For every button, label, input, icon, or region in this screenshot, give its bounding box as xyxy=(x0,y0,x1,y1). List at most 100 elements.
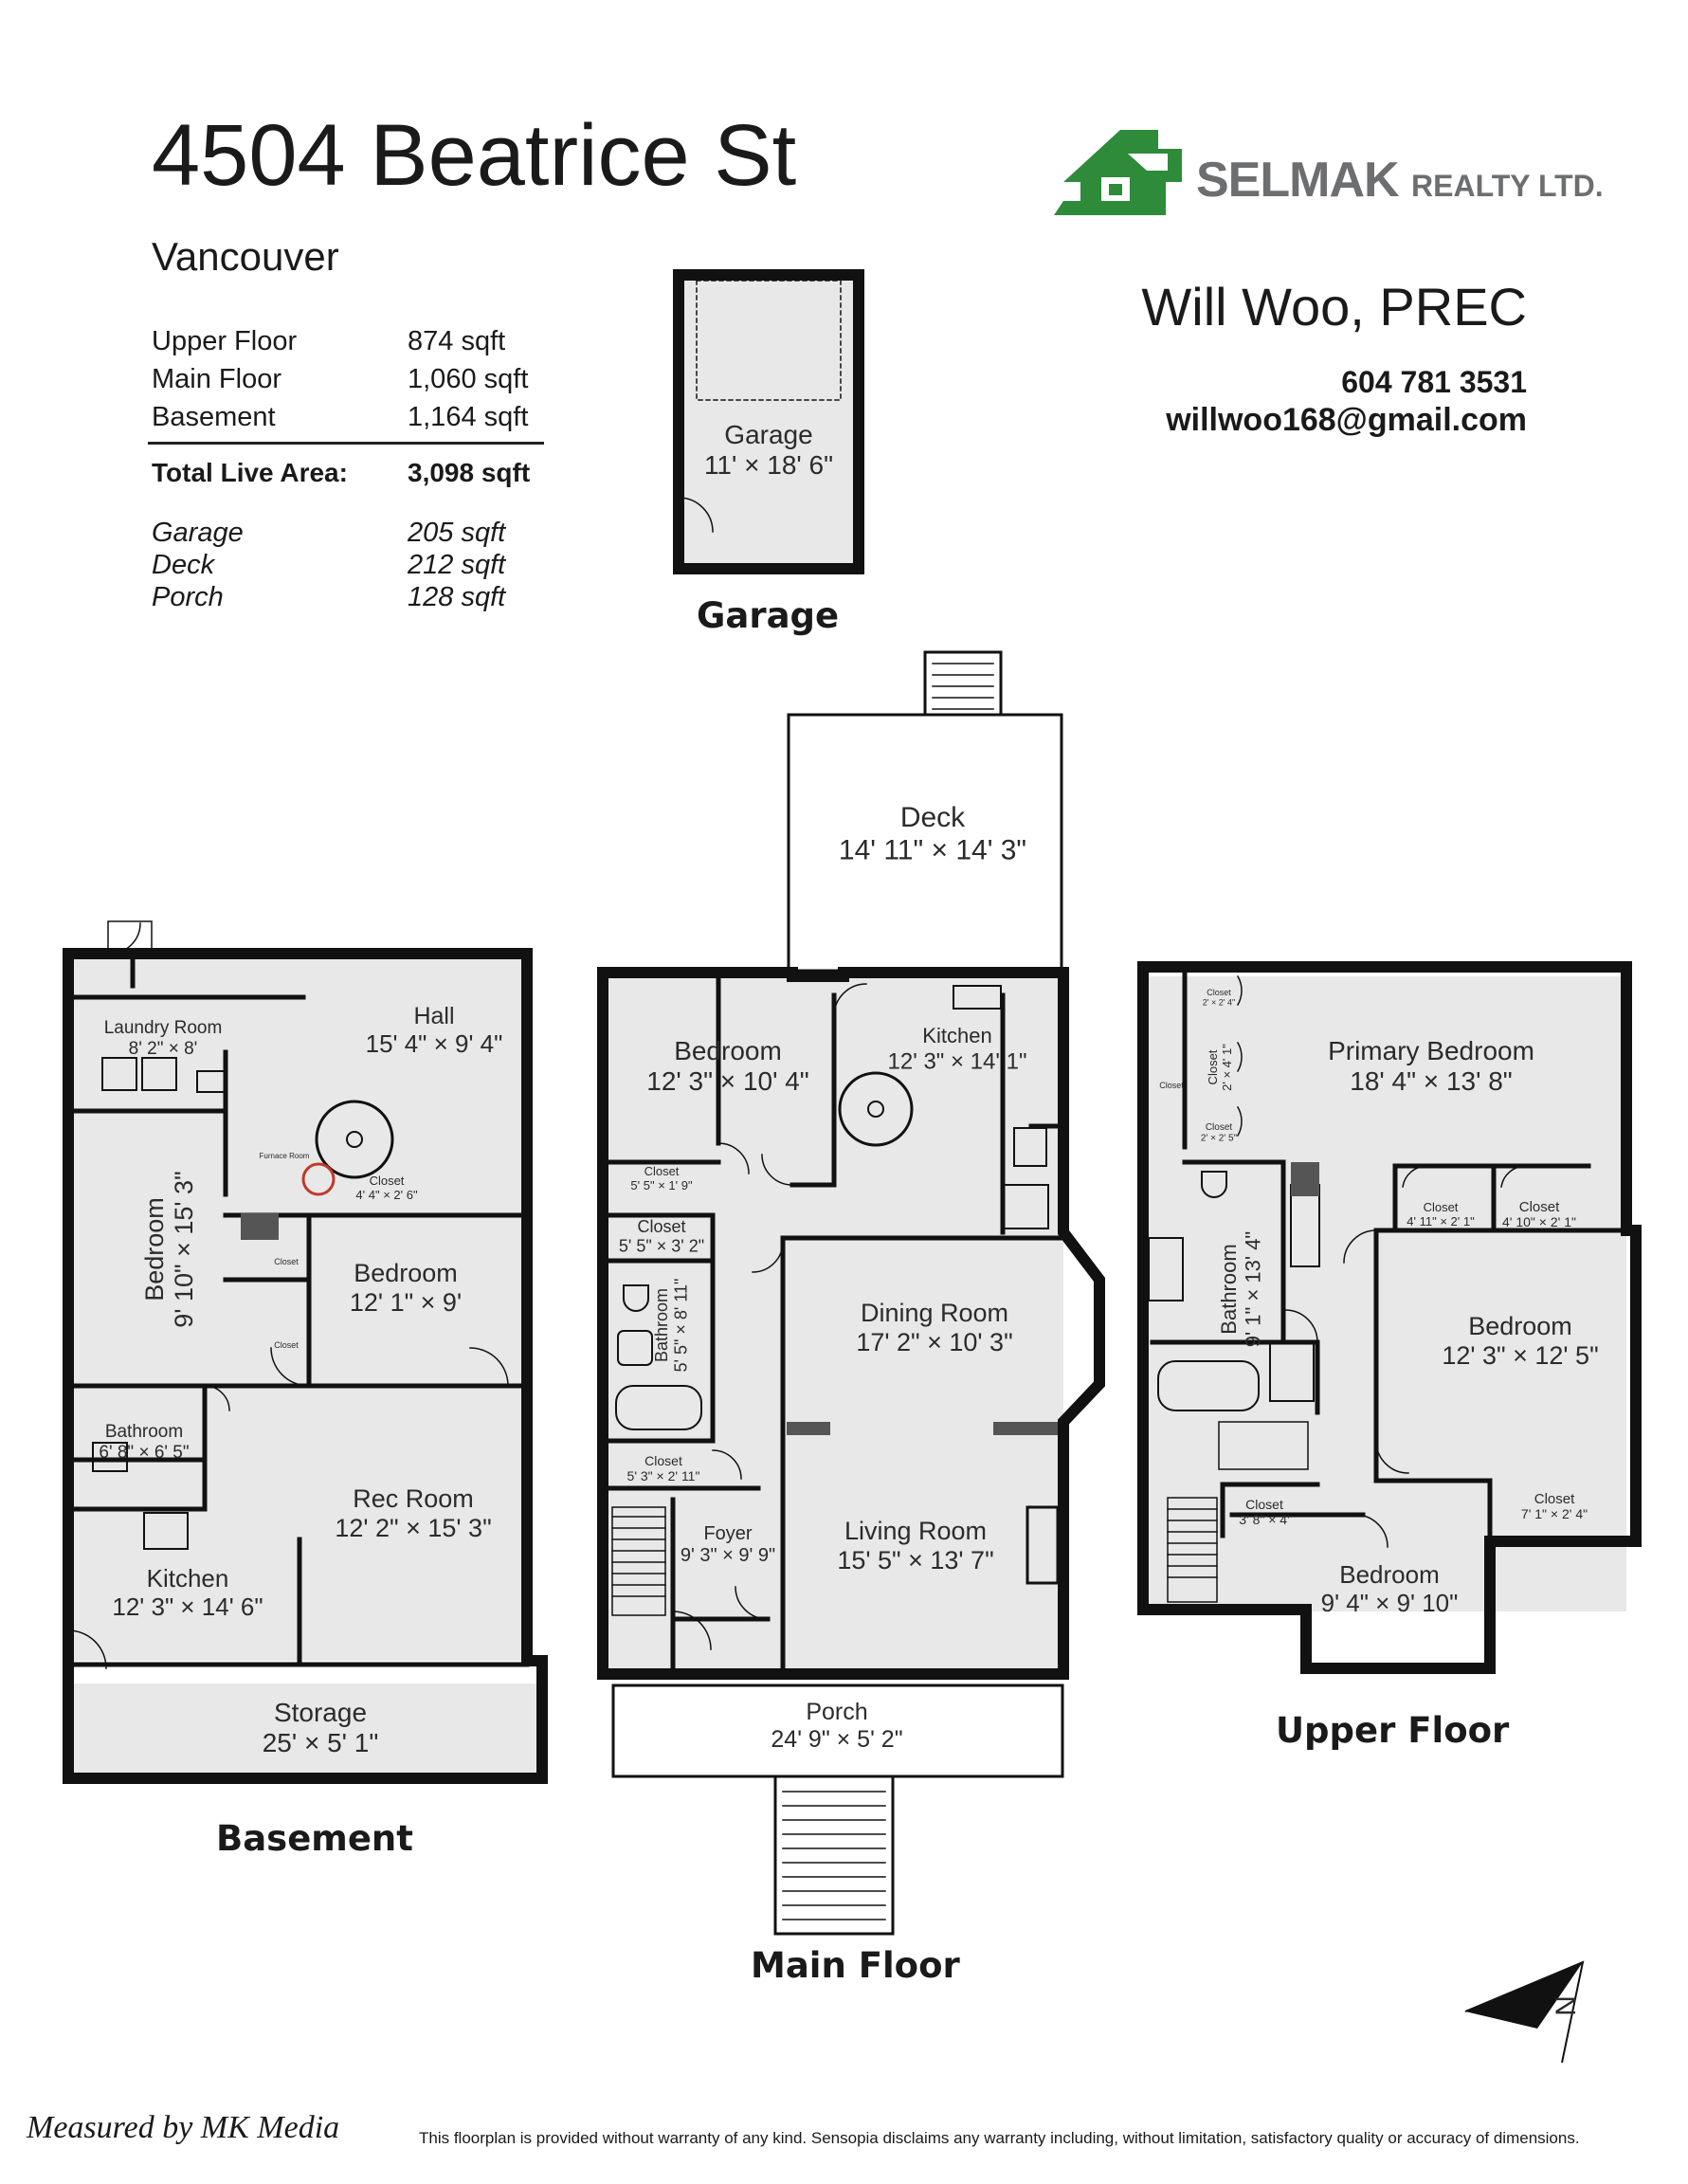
area-label: Main Floor xyxy=(152,363,281,394)
agent-phone: 604 781 3531 xyxy=(1341,365,1527,399)
room-dims: 8' 2" × 8' xyxy=(129,1039,198,1059)
room-dims: 12' 3" × 12' 5" xyxy=(1442,1341,1598,1370)
room-name: Closet xyxy=(1206,1049,1220,1084)
room-dims: 5' 5" × 3' 2" xyxy=(619,1237,704,1256)
room-name: Closet xyxy=(1207,988,1231,997)
area-label: Deck xyxy=(152,549,215,580)
agent-email: willwoo168@gmail.com xyxy=(1166,402,1527,438)
room-dims: 4' 4" × 2' 6" xyxy=(355,1188,418,1202)
disclaimer: This floorplan is provided without warra… xyxy=(419,2129,1580,2147)
area-value: 212 sqft xyxy=(408,549,506,580)
area-row-deck: Deck 212 sqft xyxy=(152,549,540,581)
area-extras: Garage 205 sqft Deck 212 sqft Porch 128 … xyxy=(152,517,540,613)
room-name: Foyer xyxy=(703,1523,752,1544)
brand-name: SELMAK xyxy=(1196,153,1400,208)
room-name: Closet xyxy=(1245,1497,1283,1512)
total-value: 3,098 sqft xyxy=(408,458,531,487)
room-dims: 5' 5" × 8' 11" xyxy=(672,1279,691,1373)
room-name: Closet xyxy=(1424,1200,1459,1214)
room-name: Bedroom xyxy=(1468,1312,1572,1340)
area-value: 874 sqft xyxy=(408,325,506,356)
room-name: Dining Room xyxy=(861,1299,1008,1327)
property-address: 4504 Beatrice St xyxy=(152,107,797,204)
upper-floor-label: Upper Floor xyxy=(1276,1710,1510,1751)
room-dims: 11' × 18' 6" xyxy=(704,450,833,480)
room-dims: 9' 3" × 9' 9" xyxy=(681,1545,775,1566)
area-row-total: Total Live Area: 3,098 sqft xyxy=(152,454,540,492)
room-name: Bedroom xyxy=(140,1197,169,1301)
area-row-upper: Upper Floor 874 sqft xyxy=(152,322,540,360)
brand-wordmark: SELMAK REALTY LTD. xyxy=(1196,152,1604,209)
room-dims: 2' × 2' 4" xyxy=(1203,997,1235,1007)
room-dims: 12' 1" × 9' xyxy=(350,1288,462,1317)
area-row-basement: Basement 1,164 sqft xyxy=(152,398,540,436)
area-value: 205 sqft xyxy=(408,517,506,548)
room-dims: 25' × 5' 1" xyxy=(263,1728,379,1757)
room-dims: 3' 8" × 4' xyxy=(1239,1512,1290,1527)
room-name: Bedroom xyxy=(674,1036,782,1065)
room-label-base-closet-s2: Closet xyxy=(274,1340,299,1350)
area-label: Garage xyxy=(152,517,244,548)
room-name: Closet xyxy=(1519,1199,1560,1215)
basement-floor-label: Basement xyxy=(216,1818,413,1859)
area-value: 1,164 sqft xyxy=(408,401,529,432)
room-dims: 5' 3" × 2' 11" xyxy=(627,1468,700,1483)
garage-floor-label: Garage xyxy=(697,595,840,636)
room-name: Primary Bedroom xyxy=(1328,1036,1534,1065)
room-dims: 2' × 2' 5" xyxy=(1201,1134,1238,1144)
room-dims: 17' 2" × 10' 3" xyxy=(856,1328,1012,1356)
room-name: Rec Room xyxy=(353,1484,474,1513)
room-name: Closet xyxy=(644,1453,682,1468)
room-dims: 9' 10" × 15' 3" xyxy=(170,1171,198,1327)
area-row-garage: Garage 205 sqft xyxy=(152,517,540,549)
room-dims: 12' 3" × 10' 4" xyxy=(646,1066,808,1096)
room-name: Closet xyxy=(1206,1122,1233,1133)
room-name: Garage xyxy=(724,420,812,449)
room-dims: 12' 2" × 15' 3" xyxy=(335,1514,491,1542)
room-name: Storage xyxy=(274,1698,367,1727)
room-label-up-bathroom: Bathroom9' 1" × 13' 4" xyxy=(1217,1231,1264,1348)
room-label-main-bathroom: Bathroom5' 5" × 8' 11" xyxy=(652,1279,691,1373)
room-name: Closet xyxy=(637,1217,685,1236)
area-label: Basement xyxy=(152,401,276,432)
room-dims: 15' 4" × 9' 4" xyxy=(366,1029,503,1058)
room-name: Kitchen xyxy=(147,1564,229,1592)
room-dims: 12' 3" × 14' 6" xyxy=(112,1592,263,1621)
compass-north-label: N xyxy=(1551,1995,1582,2016)
room-name: Kitchen xyxy=(922,1024,991,1047)
room-label-furnace: Furnace Room xyxy=(260,1152,310,1160)
room-name: Closet xyxy=(1534,1491,1575,1507)
room-dims: 18' 4" × 13' 8" xyxy=(1350,1066,1512,1096)
room-dims: 14' 11" × 14' 3" xyxy=(839,835,1026,866)
room-name: Bathroom xyxy=(1217,1244,1241,1334)
room-name: Closet xyxy=(274,1340,299,1350)
area-value: 1,060 sqft xyxy=(408,363,529,394)
room-dims: 7' 1" × 2' 4" xyxy=(1521,1506,1588,1521)
room-name: Closet xyxy=(644,1164,680,1178)
room-name: Closet xyxy=(1159,1081,1184,1090)
